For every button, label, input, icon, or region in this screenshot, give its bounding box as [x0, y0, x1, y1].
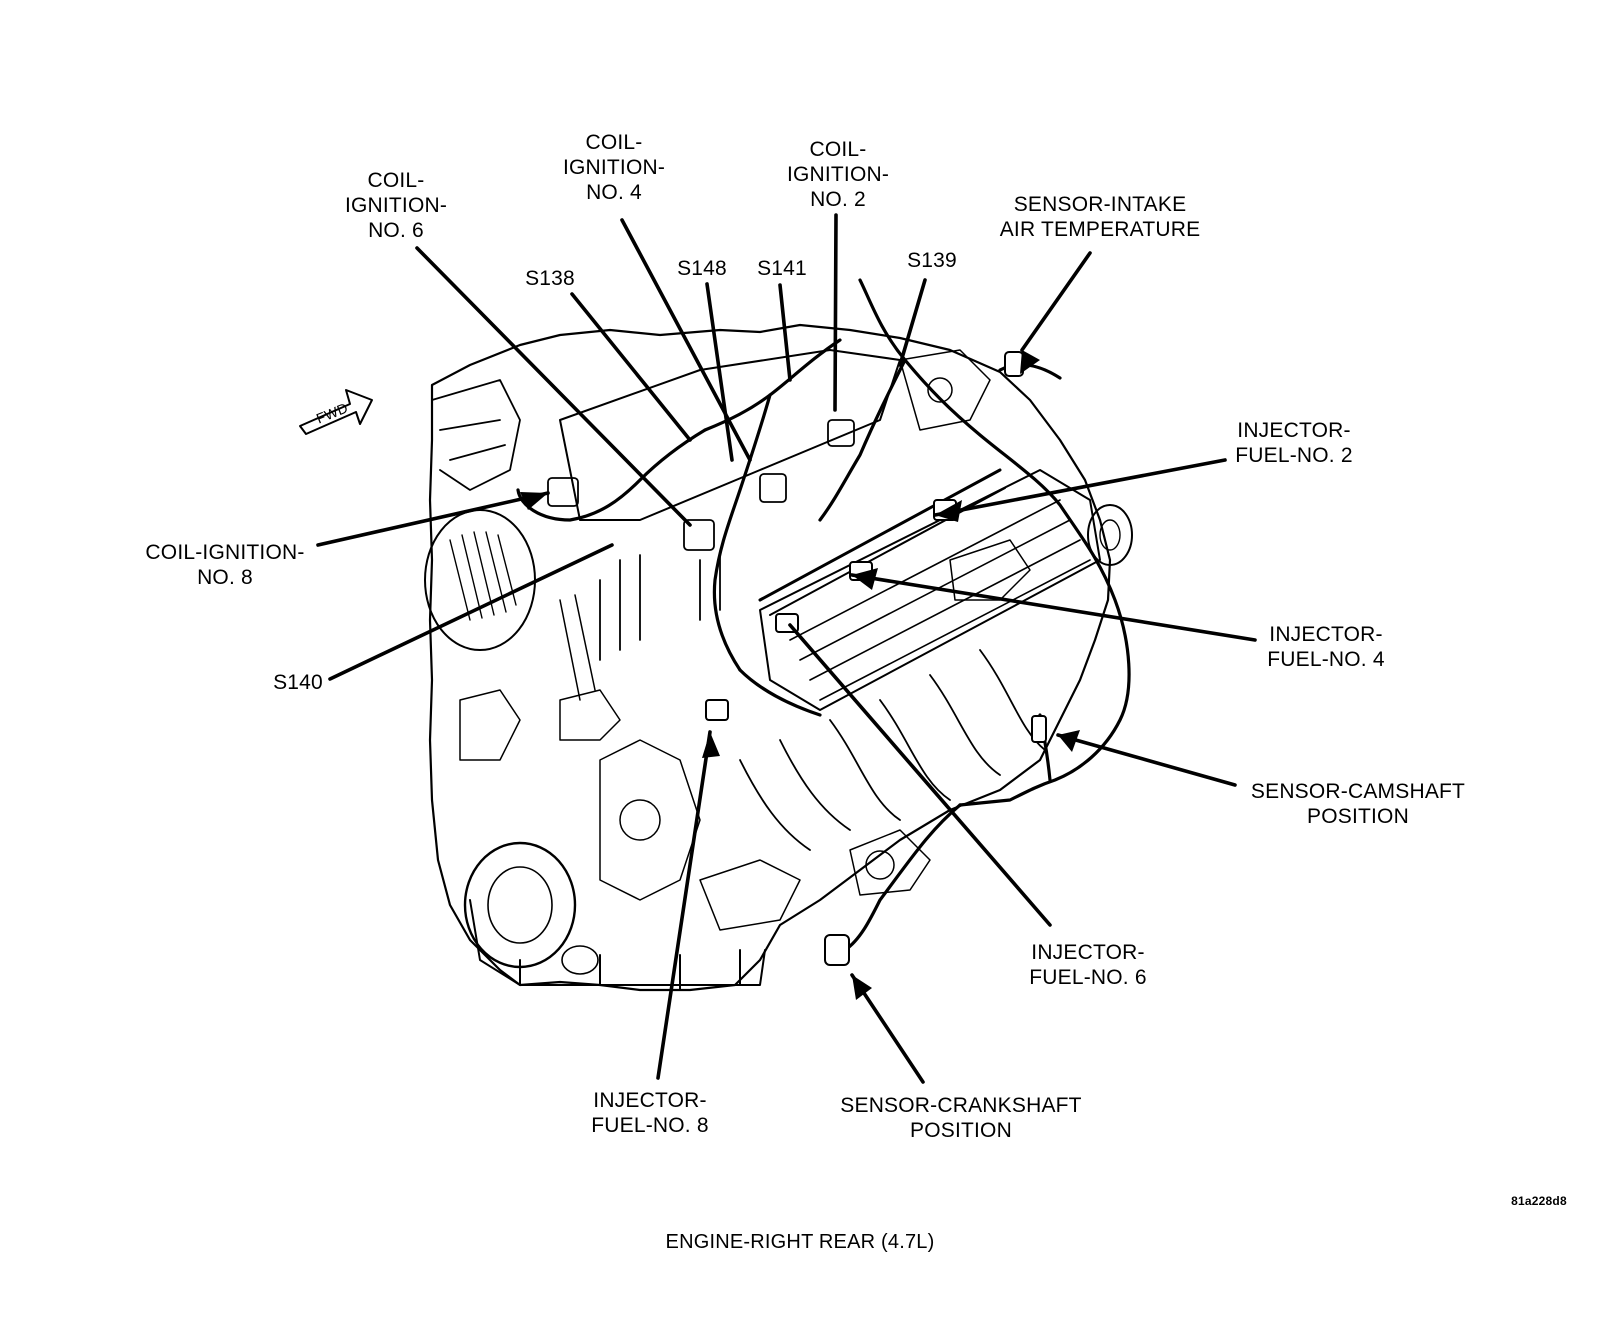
label-injector-fuel-no8: INJECTOR- FUEL-NO. 8: [591, 1089, 709, 1137]
alternator: [424, 509, 536, 651]
label-injector-fuel-no6: INJECTOR- FUEL-NO. 6: [1029, 941, 1147, 989]
valve-cover-ribs: [789, 499, 1091, 701]
rear-cover-boss: [561, 945, 599, 975]
figure-id: 81a228d8: [1511, 1194, 1567, 1208]
label-s138: S138: [525, 267, 575, 290]
coil-towers: [547, 419, 855, 661]
label-injector-fuel-no2: INJECTOR- FUEL-NO. 2: [1235, 419, 1353, 467]
diagram-caption: ENGINE-RIGHT REAR (4.7L): [665, 1231, 935, 1253]
throttle-body-inner: [1099, 519, 1121, 551]
fwd-arrow-icon: [299, 389, 373, 435]
connectors: [705, 351, 1047, 966]
front-accessories: [431, 379, 521, 491]
alternator-fins: [449, 531, 517, 621]
leader-arrowheads: [520, 350, 1080, 1000]
label-s148: S148: [677, 257, 727, 280]
rear-crank-flange: [463, 841, 577, 969]
label-sensor-crankshaft-position: SENSOR-CRANKSHAFT POSITION: [840, 1094, 1082, 1142]
engine-block-outline: [428, 323, 1112, 992]
rear-crank-flange-inner: [487, 866, 553, 944]
oil-pan: [469, 899, 766, 991]
label-s141: S141: [757, 257, 807, 280]
intake-runners: [739, 649, 1046, 851]
label-sensor-camshaft-position: SENSOR-CAMSHAFT POSITION: [1250, 780, 1466, 828]
label-coil-ignition-no6: COIL- IGNITION- NO. 6: [344, 169, 448, 242]
block-details: [459, 349, 1031, 931]
wiring-harness: [516, 278, 1131, 952]
label-coil-ignition-no8: COIL-IGNITION- NO. 8: [145, 541, 305, 589]
label-coil-ignition-no4: COIL- IGNITION- NO. 4: [562, 131, 666, 204]
label-injector-fuel-no4: INJECTOR- FUEL-NO. 4: [1267, 623, 1385, 671]
label-s140: S140: [273, 671, 323, 694]
label-sensor-intake-air-temperature: SENSOR-INTAKE AIR TEMPERATURE: [999, 193, 1201, 241]
left-head: [559, 349, 901, 521]
fuel-rail: [758, 468, 1002, 602]
throttle-body: [1087, 504, 1133, 566]
label-coil-ignition-no2: COIL- IGNITION- NO. 2: [786, 138, 890, 211]
valve-cover: [759, 469, 1101, 711]
label-s139: S139: [907, 249, 957, 272]
